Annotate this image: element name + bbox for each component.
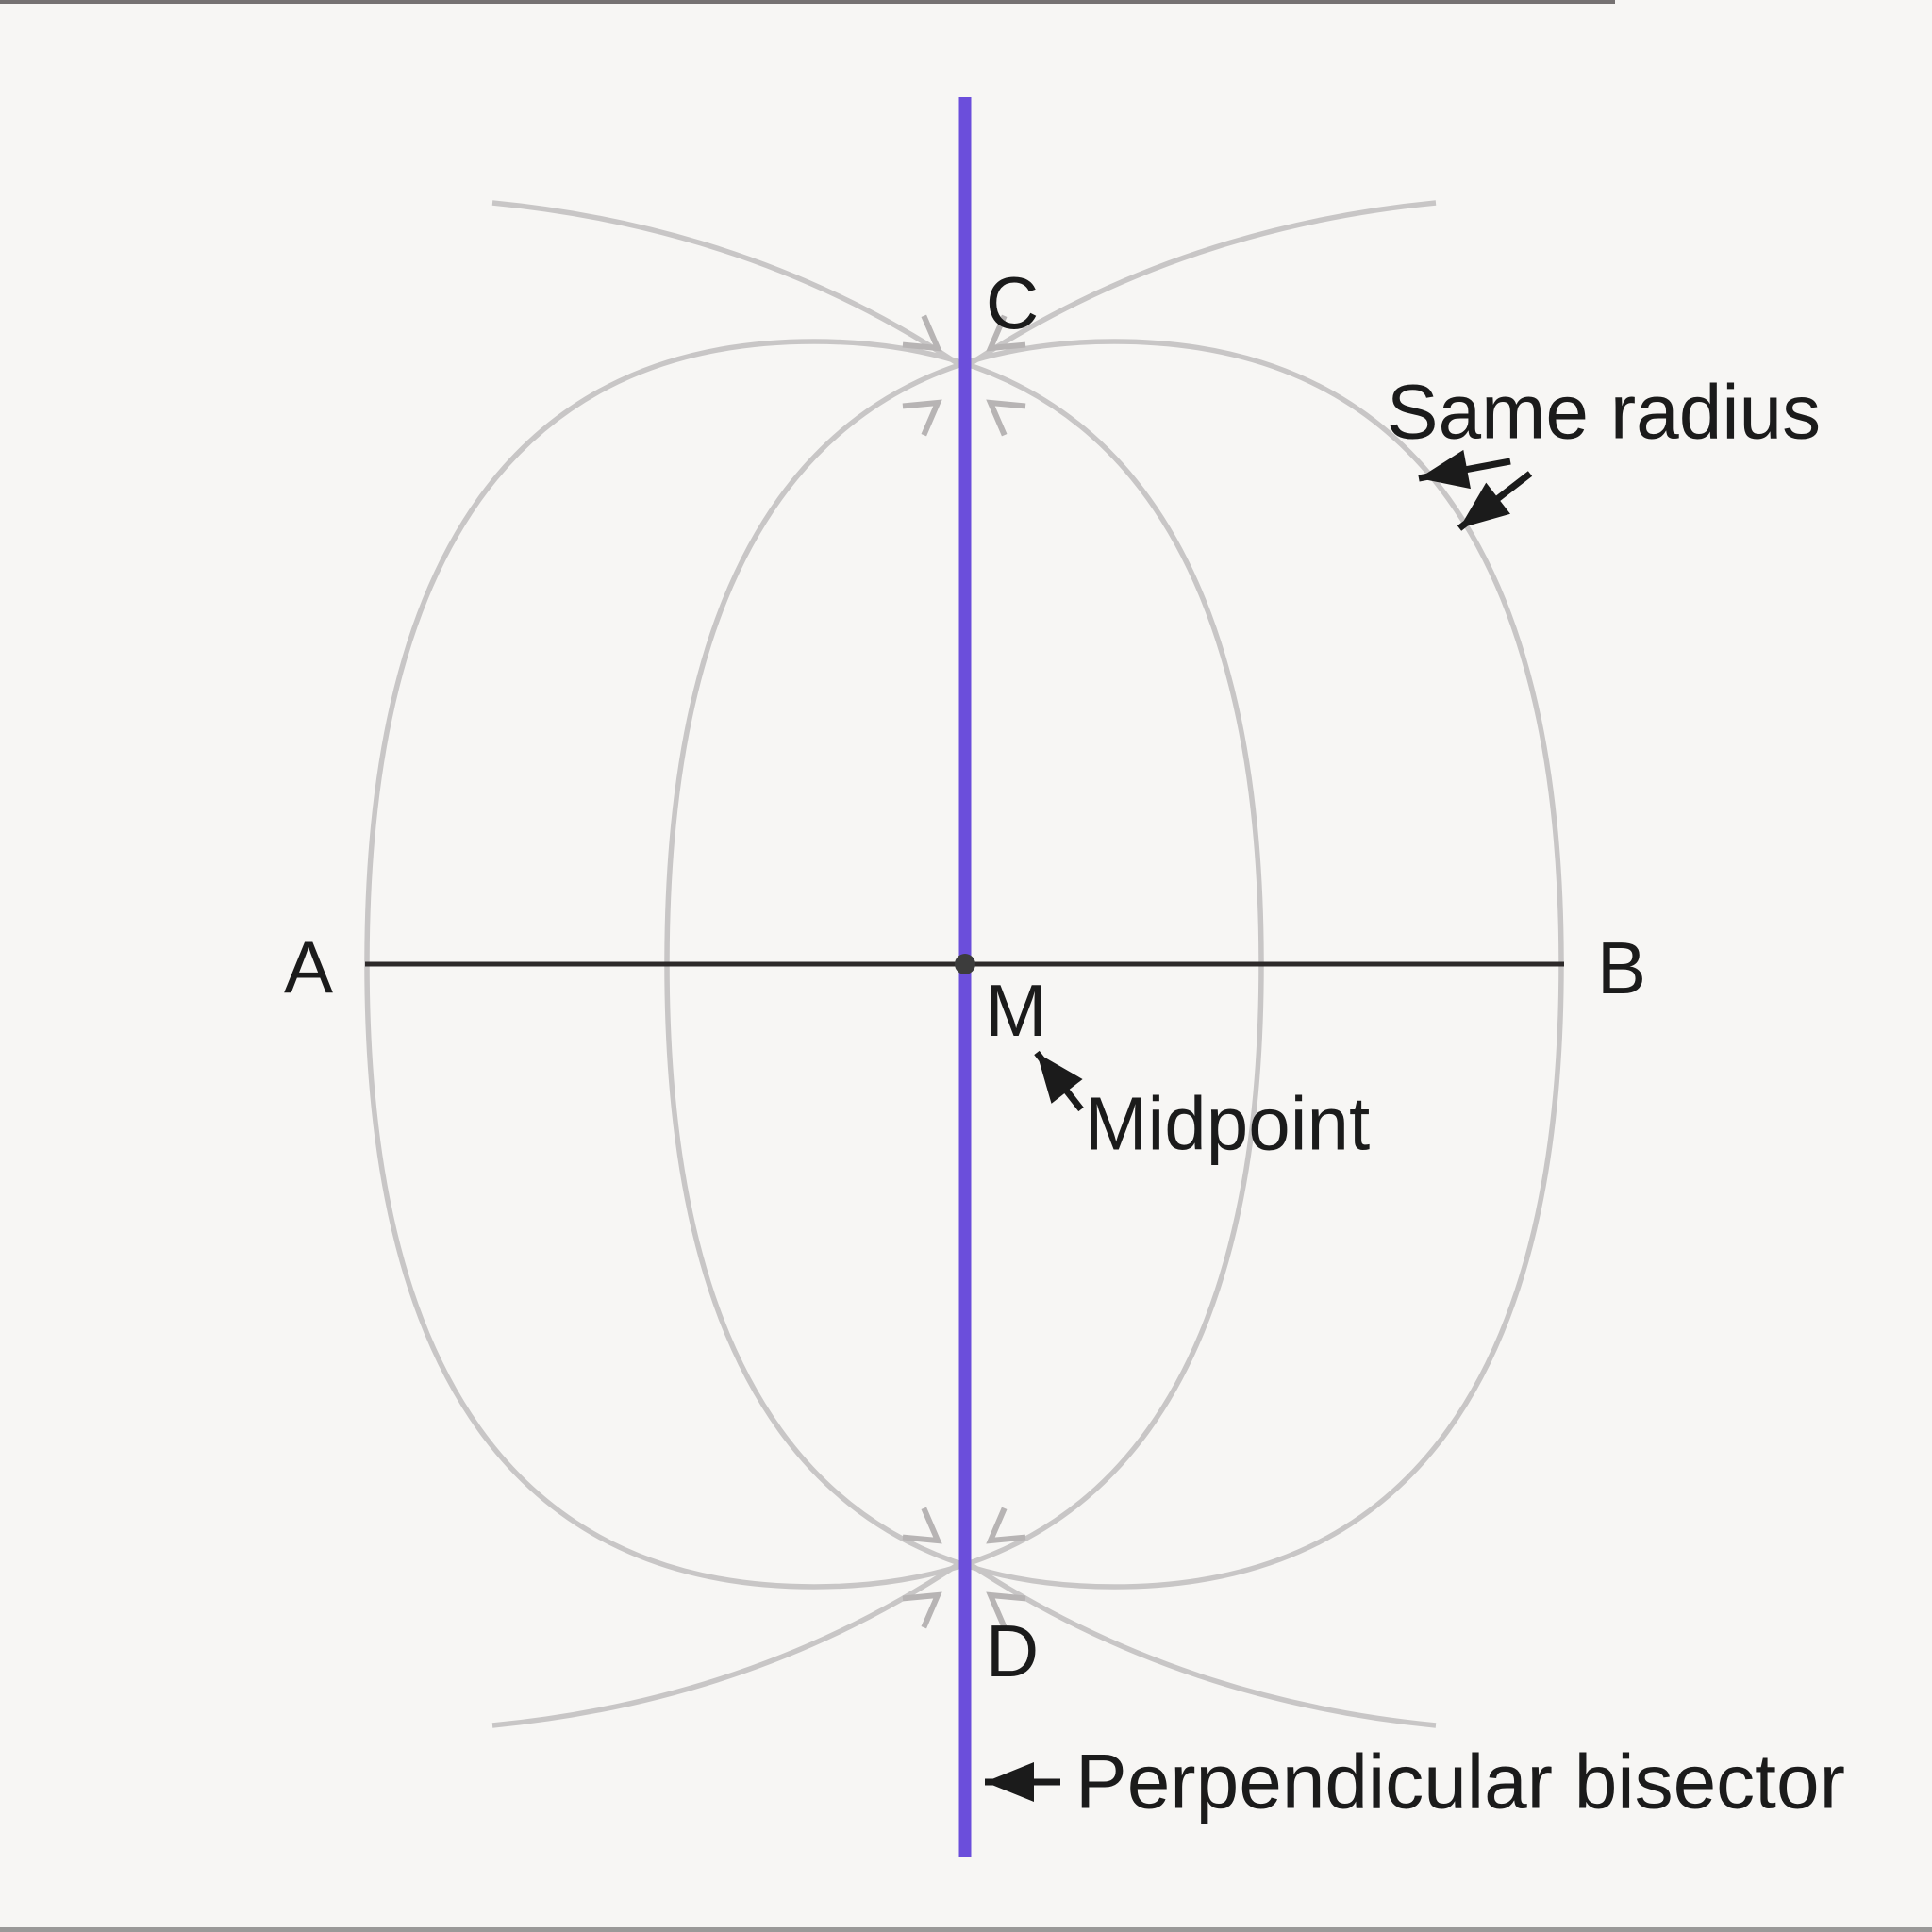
chevron-icon: [986, 314, 1026, 352]
tail-arc-top-left: [491, 200, 960, 367]
label-point-a: A: [284, 925, 333, 1008]
chevron-icon: [986, 1507, 1026, 1544]
tail-arc-bottom-left: [491, 1561, 960, 1728]
tail-arc-top-right: [968, 200, 1437, 367]
chevron-icon: [902, 1507, 942, 1544]
chevron-icon: [986, 1591, 1026, 1629]
label-point-m: M: [986, 969, 1047, 1052]
chevron-icon: [986, 399, 1026, 437]
midpoint-dot: [955, 954, 975, 974]
same-radius-arrow-1: [1418, 449, 1511, 490]
convergence-chevrons-d: [902, 1507, 1026, 1629]
chevron-icon: [902, 399, 942, 437]
label-point-d: D: [986, 1609, 1039, 1692]
label-point-b: B: [1597, 926, 1646, 1009]
annotation-perpendicular-bisector: Perpendicular bisector: [1075, 1740, 1845, 1825]
same-radius-arrow-2: [1457, 471, 1533, 531]
bottom-edge-artifact: [0, 1927, 1932, 1932]
top-edge-artifact: [0, 0, 1615, 4]
midpoint-arrow: [1034, 1050, 1084, 1112]
convergence-chevrons-c: [902, 314, 1026, 437]
chevron-icon: [902, 1591, 942, 1629]
annotation-midpoint: Midpoint: [1085, 1082, 1370, 1166]
tail-arc-bottom-right: [968, 1561, 1437, 1728]
chevron-icon: [902, 314, 942, 352]
annotation-same-radius: Same radius: [1387, 370, 1821, 456]
label-point-c: C: [986, 261, 1039, 344]
